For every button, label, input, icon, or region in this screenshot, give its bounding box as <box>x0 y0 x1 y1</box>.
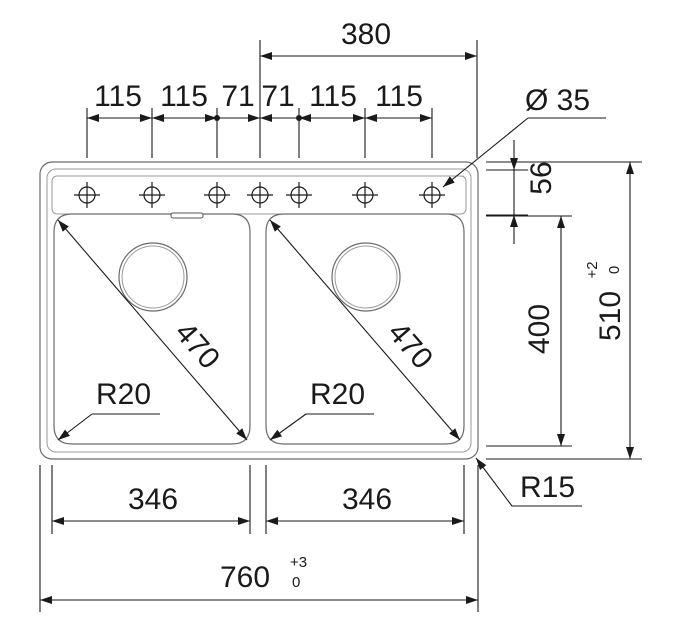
dim-400-label: 400 <box>523 304 556 354</box>
dim-510-tol-lower: 0 <box>606 266 623 274</box>
tap-hole-icon <box>419 182 445 208</box>
dim-380-label: 380 <box>341 18 391 51</box>
corner-radius-callout: R15 <box>475 457 582 507</box>
dim-hole-spacing-2: 115 <box>160 80 208 113</box>
drain-icon <box>118 242 188 312</box>
right-bowl <box>265 213 465 445</box>
dim-510: 510 +2 0 <box>486 161 642 460</box>
dim-left-bowl-width-label: 346 <box>128 483 178 516</box>
left-diagonal-dim: 470 <box>57 219 248 441</box>
dim-hole-diameter-label: Ø 35 <box>525 84 590 117</box>
tap-hole-icon <box>247 182 273 208</box>
dim-400: 400 <box>486 215 572 447</box>
dim-overall-width-label: 760 <box>220 561 270 594</box>
drain-icon <box>331 242 401 312</box>
right-radius-callout: R20 <box>269 378 374 441</box>
top-dimensions: 380 115 115 71 71 115 115 <box>86 18 478 158</box>
dim-56: 56 <box>486 140 558 244</box>
sink-inner-edge <box>46 168 472 453</box>
dim-hole-spacing-5: 115 <box>309 80 357 113</box>
dim-overall-width-tol-upper: +3 <box>290 554 307 571</box>
tap-holes <box>74 182 445 208</box>
left-bowl <box>53 213 251 445</box>
tap-ledge <box>51 175 467 215</box>
hole-diameter-callout: Ø 35 <box>442 84 606 188</box>
dim-hole-spacing-4: 71 <box>261 80 294 113</box>
tap-hole-icon <box>286 182 312 208</box>
left-radius-callout: R20 <box>57 378 160 441</box>
bottom-dimensions: 346 346 760 +3 0 <box>39 465 479 612</box>
dim-right-radius-label: R20 <box>310 378 365 411</box>
dim-56-label: 56 <box>525 161 558 194</box>
dim-corner-radius-label: R15 <box>520 471 575 504</box>
overflow-slot <box>170 212 204 219</box>
tap-hole-icon <box>74 182 100 208</box>
tap-hole-icon <box>352 182 378 208</box>
dim-left-diagonal-label: 470 <box>168 316 226 375</box>
dim-left-radius-label: R20 <box>96 378 151 411</box>
dim-right-bowl-width-label: 346 <box>342 483 392 516</box>
dim-hole-spacing-1: 115 <box>94 80 142 113</box>
dim-overall-width-tol-lower: 0 <box>292 574 300 591</box>
tap-hole-icon <box>139 182 165 208</box>
sink-outer-edge <box>39 161 479 460</box>
dim-hole-spacing-6: 115 <box>375 80 423 113</box>
tap-hole-icon <box>204 182 230 208</box>
dim-510-label: 510 <box>594 291 627 341</box>
dim-510-tol-upper: +2 <box>584 261 601 278</box>
dim-right-diagonal-label: 470 <box>381 316 439 375</box>
dim-hole-spacing-3: 71 <box>221 80 254 113</box>
